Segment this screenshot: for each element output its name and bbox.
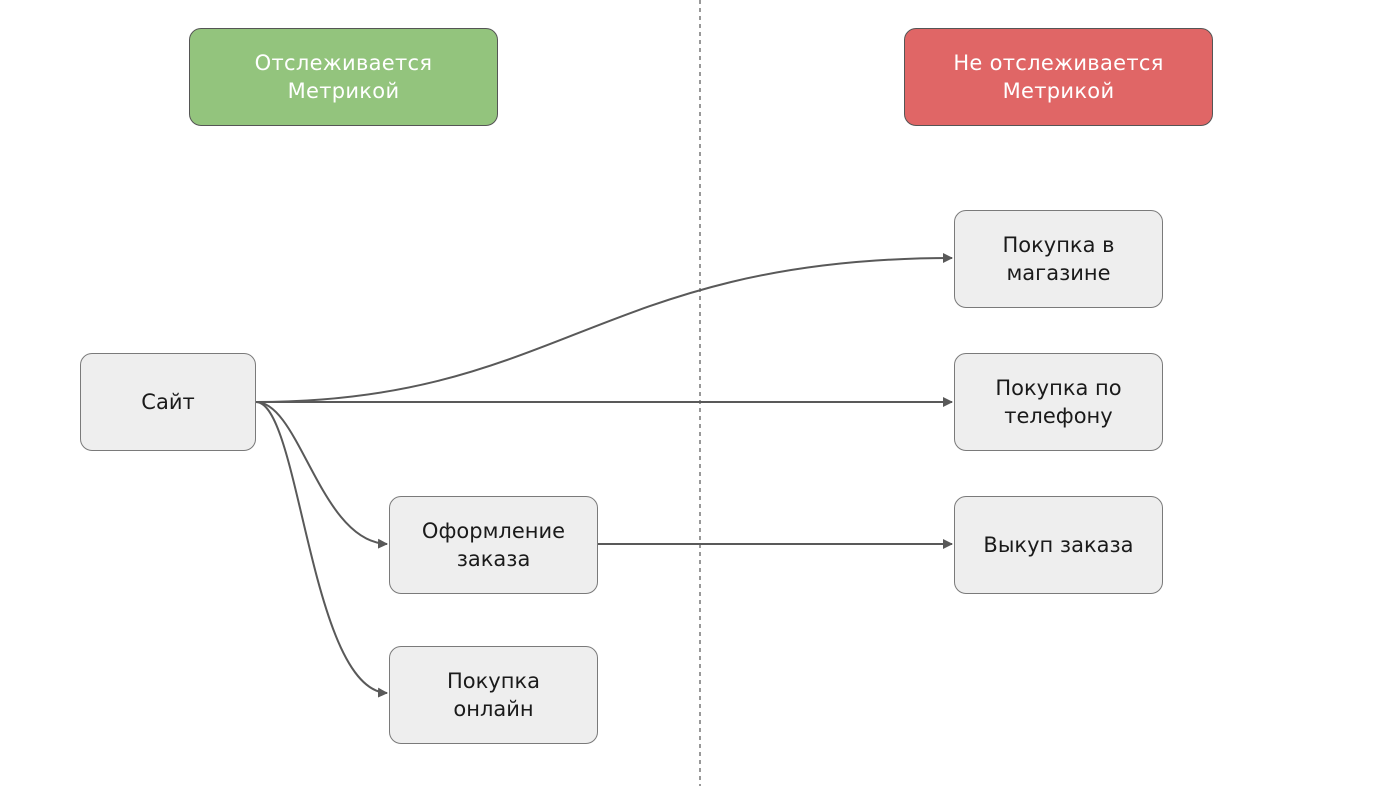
node-online-purchase: Покупка онлайн [389, 646, 598, 744]
edge-site-to-online [255, 401, 388, 698]
node-store-purchase: Покупка в магазине [954, 210, 1163, 308]
header-not-tracked-by-metrika: Не отслеживается Метрикой [904, 28, 1213, 126]
edge-site-to-store [255, 253, 953, 403]
header-tracked-by-metrika: Отслеживается Метрикой [189, 28, 498, 126]
node-checkout: Оформление заказа [389, 496, 598, 594]
edge-site-to-checkout [255, 401, 388, 549]
node-site: Сайт [80, 353, 256, 451]
node-phone-purchase: Покупка по телефону [954, 353, 1163, 451]
node-order-redemption: Выкуп заказа [954, 496, 1163, 594]
